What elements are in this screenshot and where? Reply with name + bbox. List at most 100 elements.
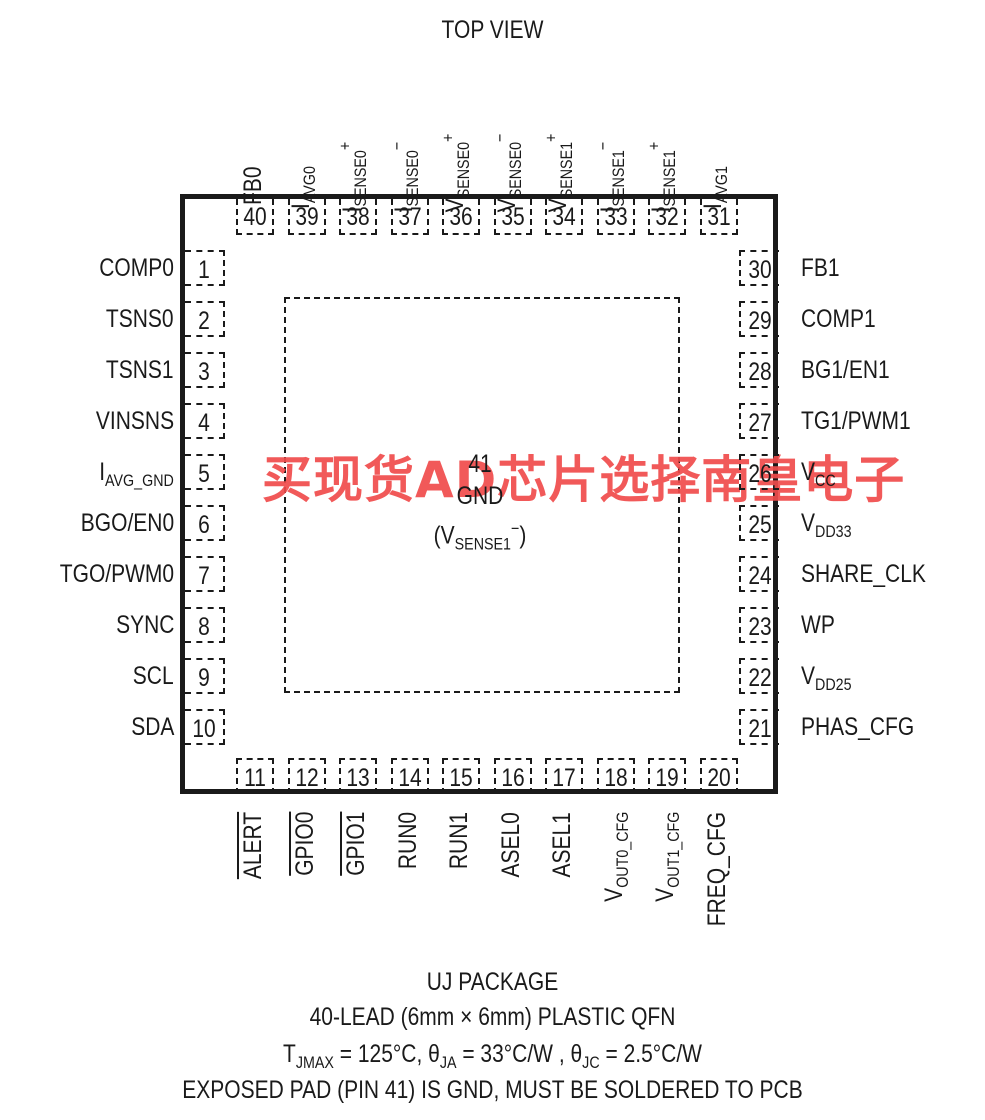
pin-box: 4 xyxy=(185,403,225,439)
pin-label-text: GPIO1 xyxy=(342,812,370,876)
pin-label: COMP0 xyxy=(99,254,174,282)
exposed-pad-sense: (VSENSE1−) xyxy=(433,519,527,554)
pin-number: 21 xyxy=(748,715,772,743)
pin-label-sub: SENSE0 xyxy=(402,150,422,207)
pin-box: 16 xyxy=(493,758,532,794)
pin-box: 5 xyxy=(185,454,225,490)
pin-number: 15 xyxy=(449,764,473,792)
pin-label-main: FB0 xyxy=(239,166,267,205)
pin-box: 39 xyxy=(287,199,326,235)
pin-box: 7 xyxy=(185,556,225,592)
pin-label-main: V xyxy=(801,458,816,486)
pin-label: IAVG0 xyxy=(286,158,319,209)
pin-number: 5 xyxy=(198,460,210,488)
pin-number: 24 xyxy=(748,562,772,590)
pin-box: 38 xyxy=(339,199,377,235)
pin-label-main: I xyxy=(698,203,727,209)
pin-number: 34 xyxy=(552,203,576,231)
pin-number: 6 xyxy=(198,511,210,539)
pin-label-main: V xyxy=(492,198,521,213)
pin-number: 19 xyxy=(655,764,679,792)
pin-number: 38 xyxy=(346,203,370,231)
pin-box: 6 xyxy=(185,505,225,541)
pin-box: 15 xyxy=(442,758,480,794)
pin-box: 29 xyxy=(739,301,779,337)
pin-label-text: FREQ_CFG xyxy=(702,812,731,927)
pin-box: 36 xyxy=(442,199,480,235)
pin-label: VDD33 xyxy=(801,511,852,541)
pin-box: 37 xyxy=(390,199,429,235)
package-description: 40-LEAD (6mm × 6mm) PLASTIC QFN xyxy=(309,1003,676,1031)
pin-box: 12 xyxy=(287,758,326,794)
pin-label-text: VOUT0_CFG xyxy=(599,812,632,903)
pin-label-main: V xyxy=(801,662,816,690)
pin-number: 28 xyxy=(748,358,772,386)
pin-label: TGO/PWM0 xyxy=(59,560,174,588)
pin-label: ISENSE0− xyxy=(387,128,422,213)
pin-label-main: I xyxy=(286,203,315,209)
pin-label-main: RUN0 xyxy=(393,812,422,870)
pin-box: 20 xyxy=(699,758,738,794)
pin-box: 21 xyxy=(739,709,779,745)
pin-label: TG1/PWM1 xyxy=(801,407,911,435)
pin-box: 24 xyxy=(739,556,779,592)
pin-label-sup: − xyxy=(490,133,510,142)
pin-box: 13 xyxy=(339,758,377,794)
pin-label-sub: OUT0_CFG xyxy=(612,812,632,889)
pin-label-text: ISENSE1− xyxy=(593,141,628,213)
pin-label-main: FREQ_CFG xyxy=(702,812,731,927)
pin-label-sub: DD25 xyxy=(815,675,852,694)
pin-label: TSNS0 xyxy=(106,305,174,333)
pin-label-main: I xyxy=(647,206,675,213)
pin-number: 37 xyxy=(397,203,422,231)
pin-box: 25 xyxy=(739,505,779,541)
exposed-pad xyxy=(284,297,680,693)
pin-number: 39 xyxy=(294,203,319,231)
pin-box: 9 xyxy=(185,658,225,694)
pin-label: IAVG_GND xyxy=(99,460,174,490)
pin-box: 19 xyxy=(648,758,686,794)
pin-label: SHARE_CLK xyxy=(801,560,926,588)
pin-label-sub: SENSE0 xyxy=(351,150,370,207)
pin-label: VCC xyxy=(801,458,836,490)
pin-number: 3 xyxy=(198,358,210,386)
pin-box: 30 xyxy=(739,250,779,286)
pin-label-sub: AVG1 xyxy=(711,166,731,204)
pin-label-sub: DD33 xyxy=(815,522,852,541)
pin-label: VSENSE0+ xyxy=(438,119,473,213)
pin-label: VSENSE1+ xyxy=(542,119,576,213)
pin-label-main: I xyxy=(389,206,418,213)
pin-label: SDA xyxy=(130,713,174,741)
pin-label-text: VOUT1_CFG xyxy=(651,812,683,902)
pin-number: 40 xyxy=(243,203,267,231)
pin-label-text: ISENSE0− xyxy=(387,142,422,213)
pin-box: 33 xyxy=(596,199,635,235)
pin-label-sup: + xyxy=(335,141,355,151)
pin-label-main: V xyxy=(599,888,628,903)
pin-label-sup: − xyxy=(593,141,613,151)
pin-label: VSENSE0− xyxy=(490,119,525,213)
pin-number: 23 xyxy=(748,613,772,641)
pin-label: PHAS_CFG xyxy=(801,713,915,741)
pin-label-sup: + xyxy=(438,133,458,142)
pin-number: 20 xyxy=(706,764,731,792)
pin-label-main: RUN1 xyxy=(445,812,473,870)
pin-label: FB1 xyxy=(801,254,840,282)
pin-label-sub: SENSE0 xyxy=(505,141,525,199)
pin-number: 16 xyxy=(500,764,525,792)
pin-label: TSNS1 xyxy=(106,356,174,384)
pin-label-text: RUN1 xyxy=(445,812,473,870)
pin-label-main: I xyxy=(595,206,624,213)
pin-label-text: VSENSE0− xyxy=(490,133,525,213)
pin-label-text: VSENSE1+ xyxy=(542,134,576,213)
pin-label-sub: OUT1_CFG xyxy=(664,812,683,889)
pin-label-text: GPIO0 xyxy=(291,812,319,876)
pin-label: BGO/EN0 xyxy=(80,509,174,537)
pin-label-sub: AVG0 xyxy=(299,166,319,204)
pin-label-sub: SENSE1 xyxy=(608,150,628,207)
pin-label: ISENSE1− xyxy=(593,128,628,213)
pin-label-sub: SENSE0 xyxy=(454,141,473,199)
pin-number: 8 xyxy=(198,613,210,641)
pin-box: 18 xyxy=(596,758,635,794)
pin-label: SCL xyxy=(133,662,174,690)
